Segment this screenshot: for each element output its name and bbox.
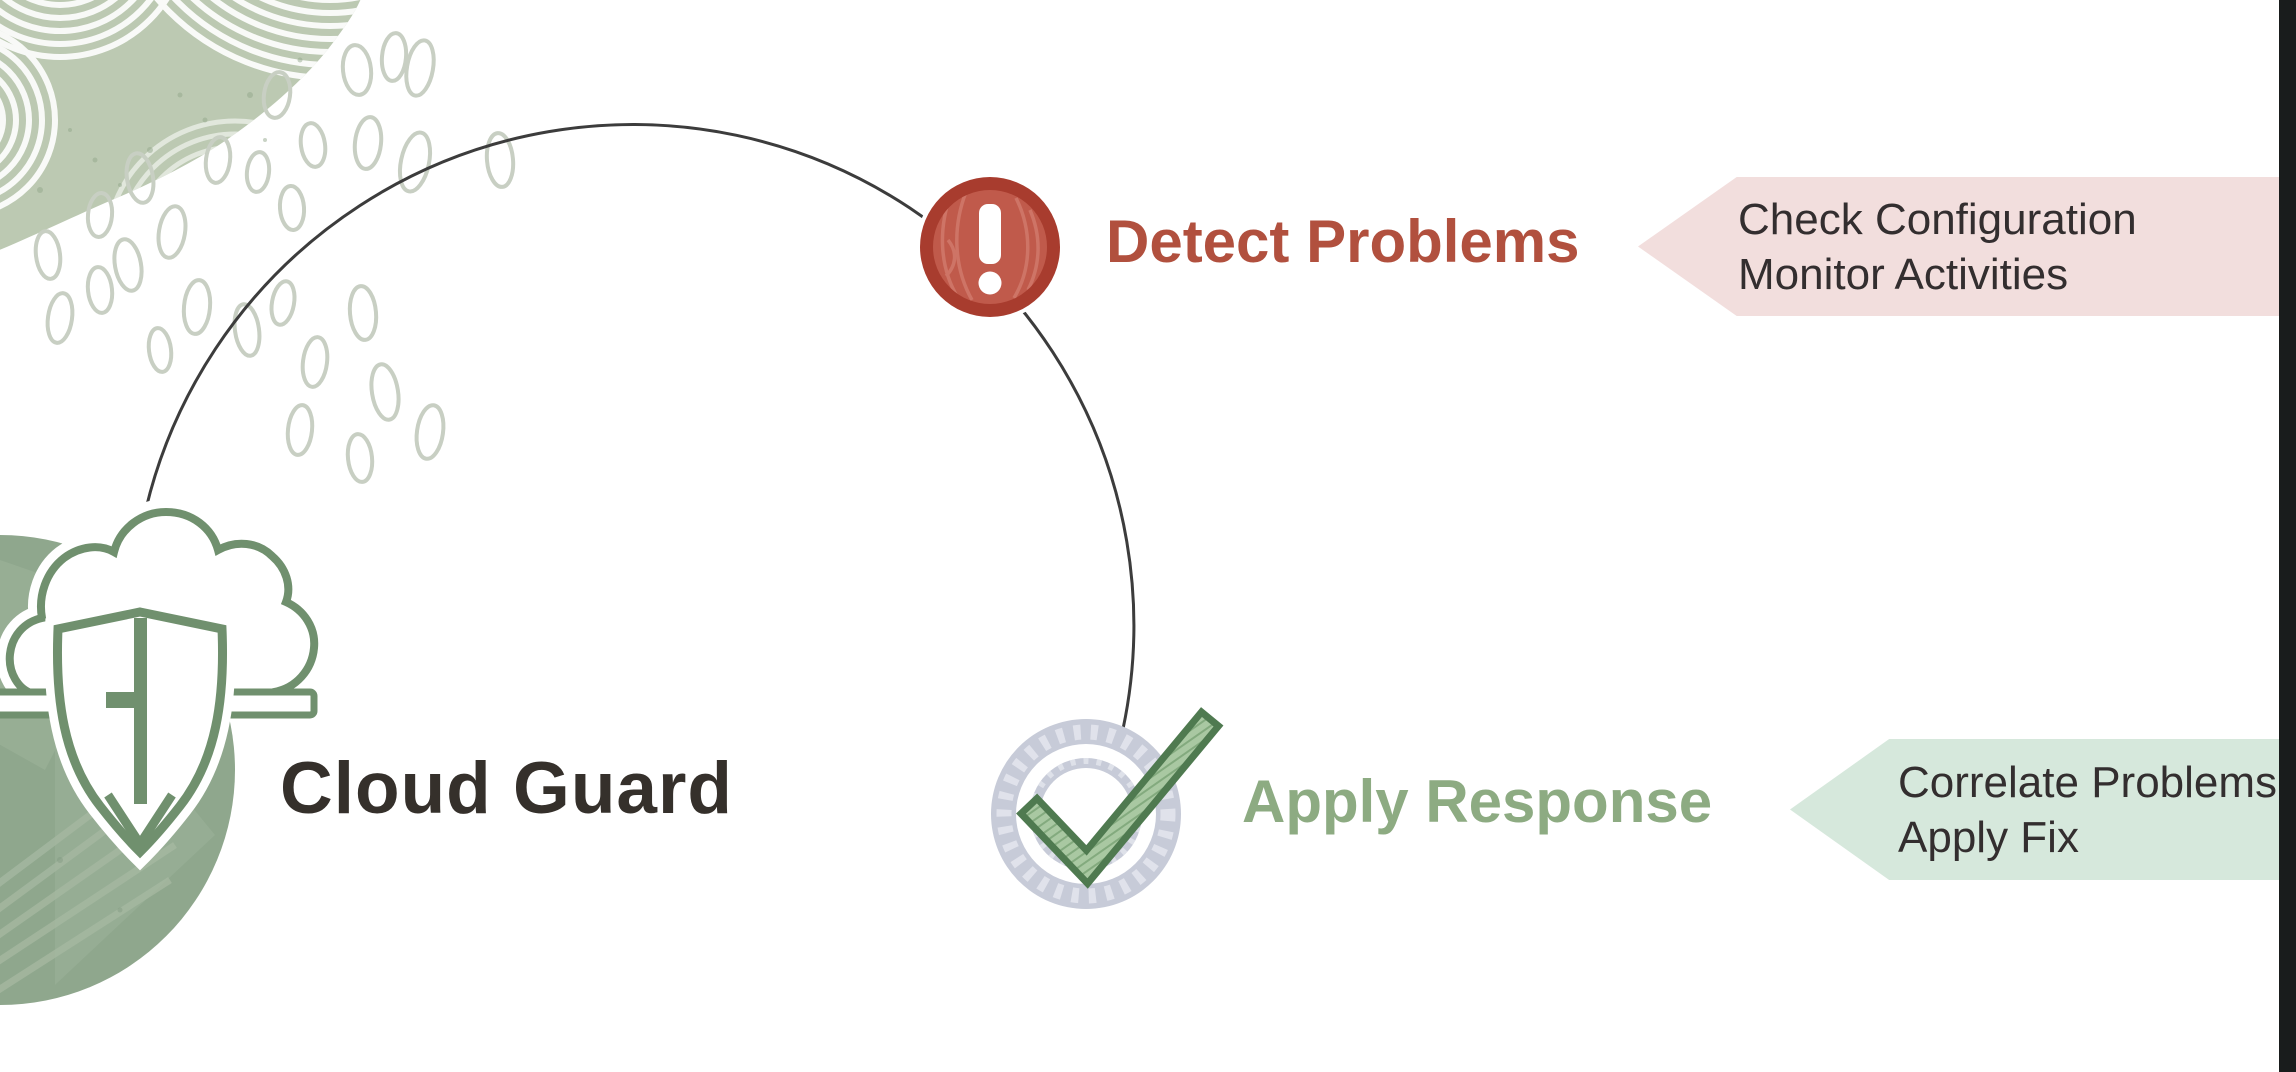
cloud-guard-title: Cloud Guard <box>280 748 734 829</box>
topleft-blob-decoration <box>0 0 362 258</box>
banner-line: Check Configuration <box>1738 194 2137 244</box>
right-edge-bar <box>2279 0 2296 1072</box>
detect-banner: Check Configuration Monitor Activities <box>1638 177 2296 316</box>
detect-problems-label: Detect Problems <box>1106 208 1580 275</box>
banner-line: Apply Fix <box>1898 812 2079 862</box>
banner-line: Correlate Problems <box>1898 757 2278 807</box>
checkmark-icon <box>991 707 1224 909</box>
cycle-arc-connector <box>141 123 1136 730</box>
alert-icon <box>916 173 1064 321</box>
raindrop-dots-decoration <box>33 31 516 484</box>
cloud-shield-icon <box>0 498 328 1005</box>
respond-banner: Correlate Problems Apply Fix <box>1790 739 2296 880</box>
banner-line: Monitor Activities <box>1738 249 2069 299</box>
apply-response-label: Apply Response <box>1242 768 1713 835</box>
